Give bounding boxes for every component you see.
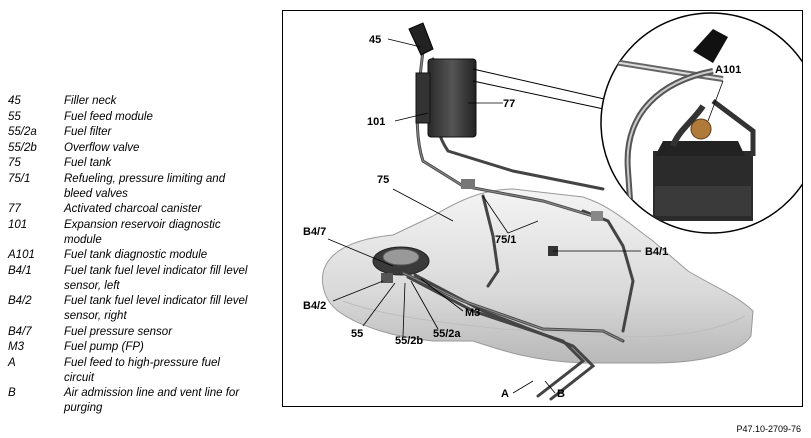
legend-code: 77 [8, 203, 21, 215]
callout-75-1: 75/1 [495, 234, 516, 246]
legend-code: 55 [8, 110, 21, 123]
legend-description: Filler neck [64, 95, 117, 107]
legend-description: Fuel pump (FP) [64, 341, 144, 353]
legend-code: M3 [8, 341, 24, 353]
legend-description: Activated charcoal canister [64, 203, 202, 215]
legend-description: Refueling, pressure limiting and bleed v… [64, 172, 226, 200]
filler-neck-drawing [408, 22, 434, 56]
legend-code: 75/1 [8, 172, 31, 185]
legend-code: 75 [8, 157, 21, 169]
legend-row: B4/2 Fuel tank fuel level indicator fill … [8, 294, 248, 324]
legend-row: B Air admission line and vent line for pu… [8, 386, 248, 416]
legend-description: Fuel tank fuel level indicator fill leve… [64, 295, 248, 322]
legend-code: A101 [8, 249, 35, 261]
callout-a101: A101 [715, 64, 741, 76]
legend-row: 55/2b Overflow valve [8, 141, 248, 156]
legend-row: 55 Fuel feed module [8, 110, 248, 125]
callout-55-2a: 55/2a [433, 328, 461, 340]
legend-code: A [8, 356, 16, 369]
callout-75: 75 [377, 174, 389, 186]
legend-description: Fuel feed module [64, 110, 153, 123]
callout-55-2b: 55/2b [395, 335, 423, 347]
callout-b4-7: B4/7 [303, 226, 326, 238]
legend-description: Fuel pressure sensor [64, 325, 173, 338]
legend-code: 101 [8, 218, 28, 231]
legend-code: 55/2b [8, 141, 37, 154]
legend-row: M3 Fuel pump (FP) [8, 340, 248, 355]
legend-row: B4/7 Fuel pressure sensor [8, 325, 248, 340]
callout-55: 55 [351, 328, 363, 340]
legend-description: Air admission line and vent line for pur… [64, 387, 240, 414]
legend-description: Fuel feed to high-pressure fuel circuit [64, 356, 220, 384]
legend-row: 77 Activated charcoal canister [8, 202, 248, 217]
callout-b4-1: B4/1 [645, 246, 668, 258]
diagram-drawing: 45 77 101 75 75/1 B4/7 B4/1 B4/2 55 55/2… [303, 12, 802, 401]
legend-code: B [8, 387, 16, 399]
callout-b4-2: B4/2 [303, 300, 326, 312]
diagnostic-module-drawing [690, 118, 712, 140]
legend-row: A101 Fuel tank diagnostic module [8, 248, 248, 263]
legend-description: Fuel filter [64, 126, 112, 138]
legend-code: B4/1 [8, 264, 32, 277]
legend-code: B4/2 [8, 295, 32, 307]
legend-row: 75 Fuel tank [8, 156, 248, 171]
fuel-system-diagram: 45 77 101 75 75/1 B4/7 B4/1 B4/2 55 55/2… [282, 10, 803, 407]
callout-m3: M3 [465, 307, 480, 319]
charcoal-canister [427, 58, 477, 138]
legend-row: 55/2a Fuel filter [8, 125, 248, 140]
callout-101: 101 [367, 116, 385, 128]
callout-77: 77 [503, 98, 515, 110]
legend-code: 55/2a [8, 126, 37, 138]
legend-description: Fuel tank [64, 157, 112, 169]
callout-a: A [501, 388, 509, 400]
callout-45: 45 [369, 34, 381, 46]
figure-reference: P47.10-2709-76 [736, 424, 801, 434]
legend-description: Fuel tank fuel level indicator fill leve… [64, 264, 248, 292]
legend-description: Expansion reservoir diagnostic module [64, 218, 221, 246]
legend-row: 101 Expansion reservoir diagnostic module [8, 218, 248, 248]
legend-description: Fuel tank diagnostic module [64, 249, 208, 261]
legend-code: B4/7 [8, 325, 32, 338]
legend-row: B4/1 Fuel tank fuel level indicator fill … [8, 264, 248, 294]
legend-row: A Fuel feed to high-pressure fuel circuit [8, 356, 248, 386]
legend-code: 45 [8, 95, 21, 107]
legend-row: 75/1 Refueling, pressure limiting and ble… [8, 172, 248, 202]
callout-b: B [557, 388, 565, 400]
legend-description: Overflow valve [64, 141, 140, 154]
legend-row: 45 Filler neck [8, 94, 248, 109]
fuel-tank [322, 188, 754, 364]
